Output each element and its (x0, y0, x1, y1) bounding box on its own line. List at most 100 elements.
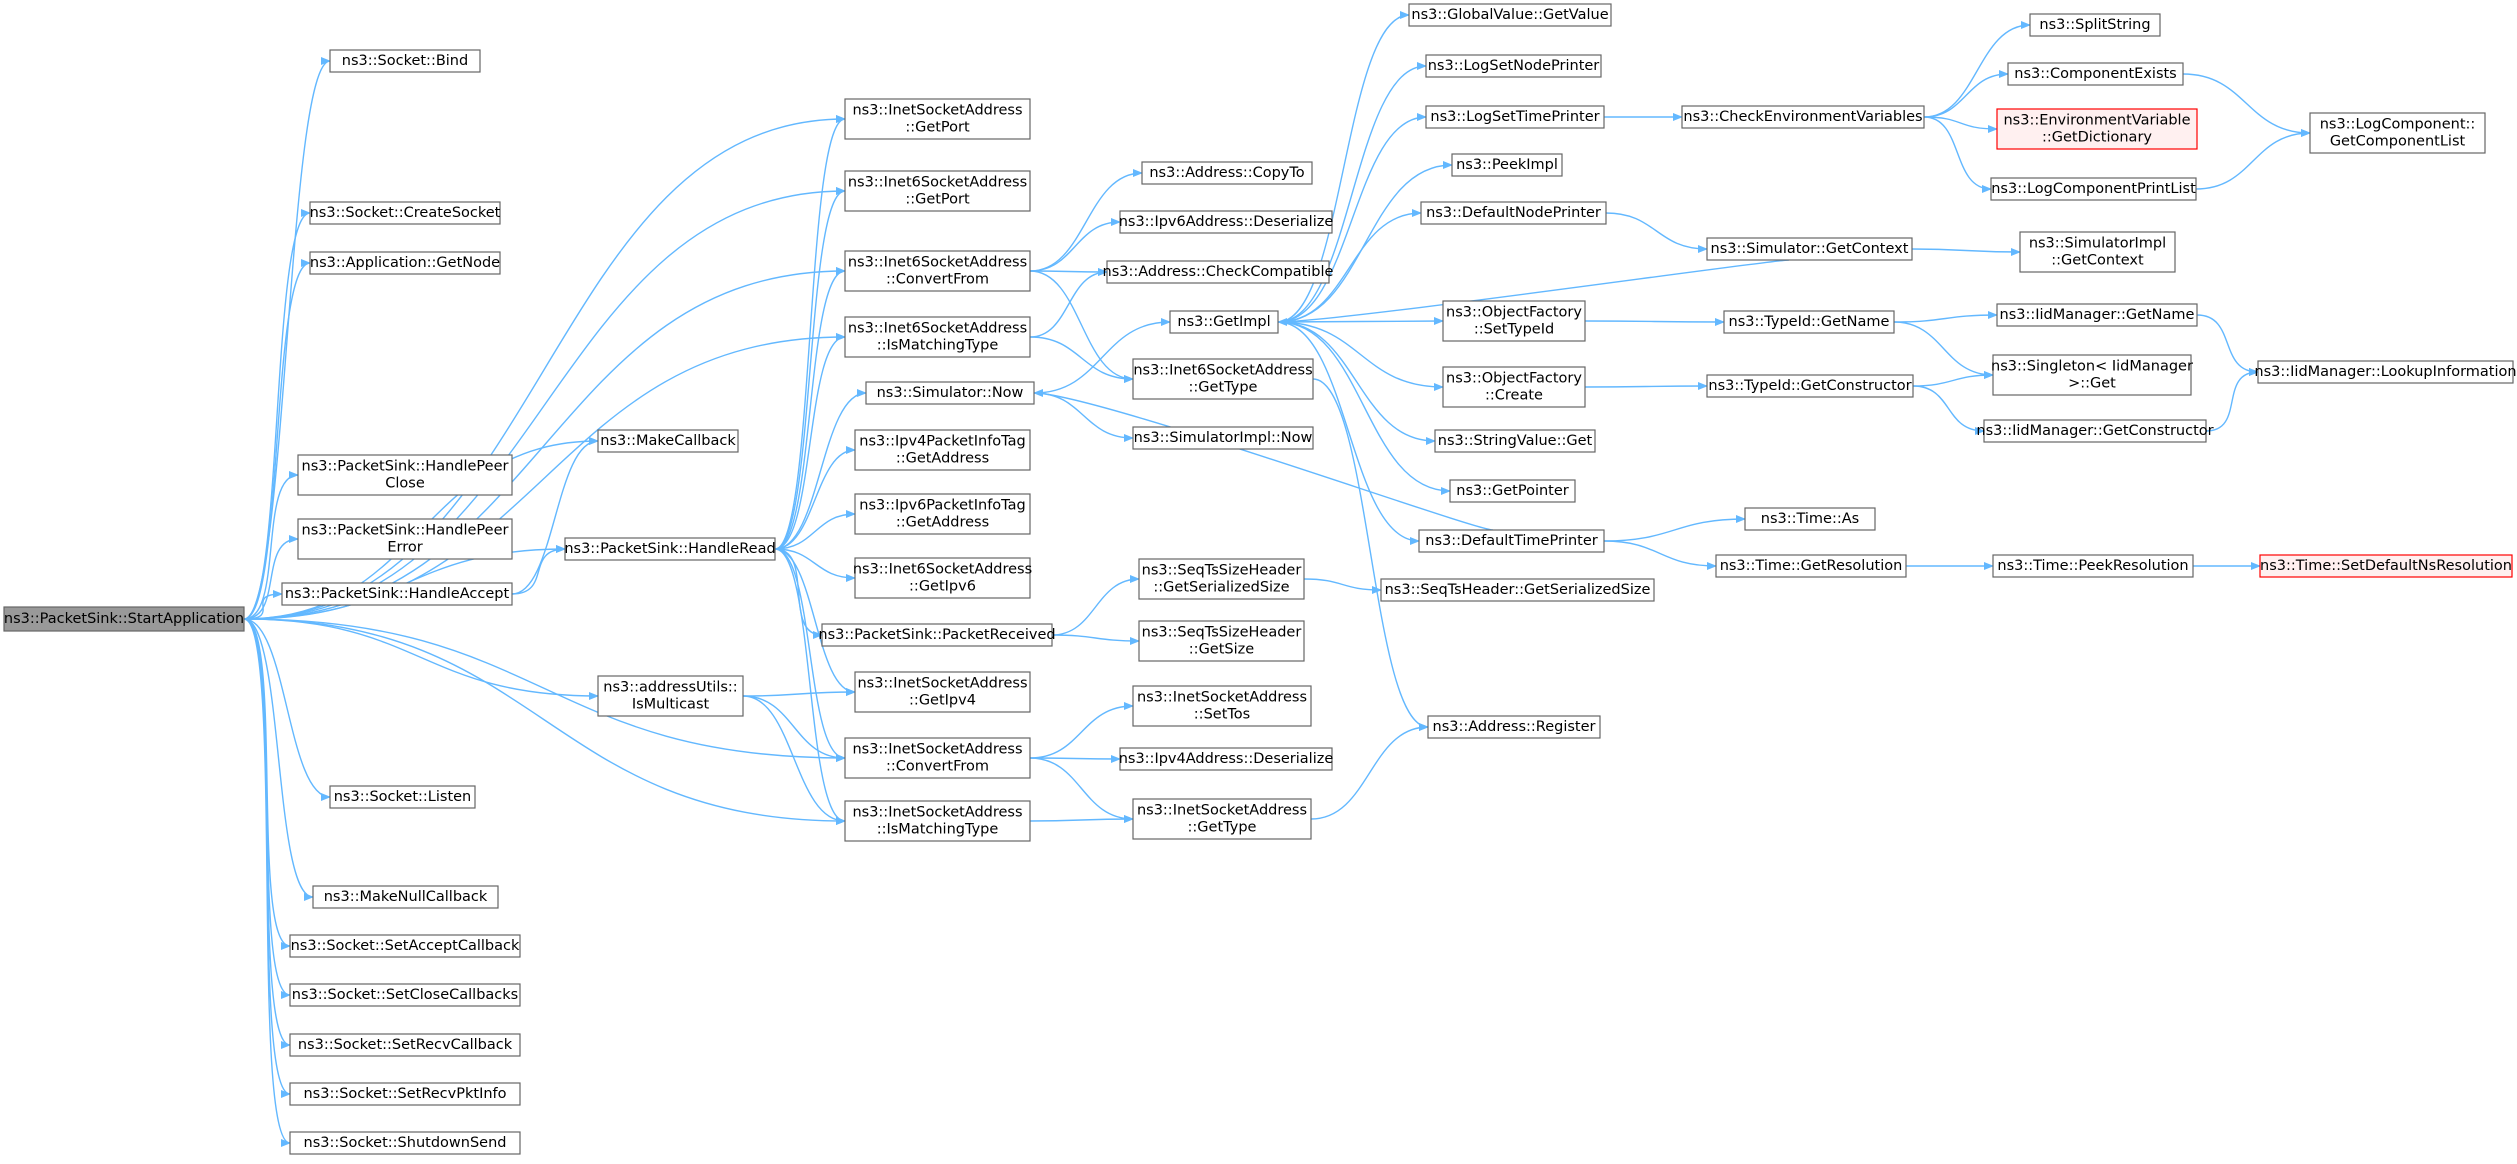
edge-getImpl-to-defaultNodePrinter (1277, 209, 1422, 323)
node-defaultNodePrinter[interactable]: ns3::DefaultNodePrinter (1420, 201, 1607, 225)
edge-inet6GetType-to-addrRegister (1312, 378, 1429, 731)
node-iidMgrGetConstructor[interactable]: ns3::IidManager::GetConstructor (1976, 419, 2214, 443)
node-setCloseCallbacks[interactable]: ns3::Socket::SetCloseCallbacks (289, 983, 521, 1007)
node-checkEnvVars[interactable]: ns3::CheckEnvironmentVariables (1681, 105, 1925, 129)
node-makeNullCallback[interactable]: ns3::MakeNullCallback (312, 885, 499, 909)
node-inetConvertFrom[interactable]: ns3::InetSocketAddress::ConvertFrom (844, 737, 1031, 779)
node-box (844, 98, 1031, 140)
edge-objFactoryCreate-to-typeIdGetConstructor (1584, 382, 1708, 391)
node-handleAccept[interactable]: ns3::PacketSink::HandleAccept (281, 582, 513, 606)
node-envVarGetDict[interactable]: ns3::EnvironmentVariable::GetDictionary (1996, 108, 2198, 150)
edge-start-to-isMulticast (243, 618, 599, 700)
node-seqTsGetSize[interactable]: ns3::SeqTsSizeHeader::GetSize (1138, 620, 1305, 662)
node-label: ns3::InetSocketAddress (1137, 690, 1307, 706)
node-inet6GetType[interactable]: ns3::Inet6SocketAddress::GetType (1132, 358, 1314, 400)
node-stringValueGet[interactable]: ns3::StringValue::Get (1434, 429, 1596, 453)
node-inetSetTos[interactable]: ns3::InetSocketAddress::SetTos (1132, 685, 1312, 727)
node-logComponentGetList[interactable]: ns3::LogComponent::GetComponentList (2309, 112, 2486, 154)
node-inet6GetIpv6[interactable]: ns3::Inet6SocketAddress::GetIpv6 (853, 557, 1032, 599)
node-simImplNow[interactable]: ns3::SimulatorImpl::Now (1132, 426, 1314, 450)
node-seqTsGetSerSize2[interactable]: ns3::SeqTsHeader::GetSerializedSize (1380, 578, 1655, 602)
node-iidMgrGetName[interactable]: ns3::IidManager::GetName (1996, 303, 2198, 327)
edge-typeIdGetConstructor-to-singletonGet (1912, 371, 1994, 387)
node-setRecvPktInfo[interactable]: ns3::Socket::SetRecvPktInfo (289, 1082, 521, 1106)
node-inet6IsMatching[interactable]: ns3::Inet6SocketAddress::IsMatchingType (844, 316, 1031, 358)
node-packetReceived[interactable]: ns3::PacketSink::PacketReceived (818, 623, 1056, 647)
node-ipv6Deserialize[interactable]: ns3::Ipv6Address::Deserialize (1119, 210, 1334, 234)
node-label: ns3::Ipv6Address::Deserialize (1119, 214, 1334, 230)
node-logSetTimePrinter[interactable]: ns3::LogSetTimePrinter (1425, 105, 1605, 129)
node-label: ns3::SimulatorImpl (2029, 236, 2166, 252)
edge-getImpl-to-getPointer (1277, 321, 1451, 495)
node-box (1132, 426, 1314, 450)
node-seqTsGetSerSize1[interactable]: ns3::SeqTsSizeHeader::GetSerializedSize (1138, 558, 1305, 600)
node-splitString[interactable]: ns3::SplitString (2029, 13, 2161, 37)
node-handleRead[interactable]: ns3::PacketSink::HandleRead (564, 537, 776, 561)
node-label: >::Get (2068, 376, 2116, 392)
node-inet6ConvertFrom[interactable]: ns3::Inet6SocketAddress::ConvertFrom (844, 250, 1031, 292)
node-simImplGetContext[interactable]: ns3::SimulatorImpl::GetContext (2019, 231, 2176, 273)
node-box (1723, 310, 1895, 334)
edge-start-to-listen (243, 618, 331, 801)
node-timeGetResolution[interactable]: ns3::Time::GetResolution (1715, 554, 1907, 578)
node-inet6GetPort[interactable]: ns3::Inet6SocketAddress::GetPort (844, 170, 1031, 212)
node-label: ns3::MakeCallback (600, 433, 736, 449)
node-singletonGet[interactable]: ns3::Singleton< IidManager>::Get (1991, 354, 2193, 396)
node-inetGetIpv4[interactable]: ns3::InetSocketAddress::GetIpv4 (854, 671, 1031, 713)
node-box (289, 934, 521, 958)
node-box (312, 885, 499, 909)
edge-handleAccept-to-makeCallback (511, 437, 599, 595)
node-globalGetValue[interactable]: ns3::GlobalValue::GetValue (1408, 3, 1612, 27)
edge-handleRead-to-inetGetIpv4 (774, 548, 856, 696)
node-setAcceptCallback[interactable]: ns3::Socket::SetAcceptCallback (289, 934, 521, 958)
node-inetGetType[interactable]: ns3::InetSocketAddress::GetType (1132, 798, 1312, 840)
node-setRecvCallback[interactable]: ns3::Socket::SetRecvCallback (289, 1033, 521, 1057)
node-typeIdGetConstructor[interactable]: ns3::TypeId::GetConstructor (1706, 374, 1914, 398)
node-timeSetDefaultNsRes[interactable]: ns3::Time::SetDefaultNsResolution (2259, 554, 2513, 578)
node-box (1983, 419, 2207, 443)
node-peekImpl[interactable]: ns3::PeekImpl (1451, 153, 1563, 177)
node-shutdownSend[interactable]: ns3::Socket::ShutdownSend (289, 1131, 521, 1155)
node-addrCheckCompat[interactable]: ns3::Address::CheckCompatible (1103, 260, 1334, 284)
node-label: ns3::Simulator::Now (877, 385, 1024, 401)
node-makeCallback[interactable]: ns3::MakeCallback (597, 429, 739, 453)
node-getNode[interactable]: ns3::Application::GetNode (309, 251, 501, 275)
node-label: ::GetAddress (896, 451, 989, 467)
node-label: ::GetContext (2051, 253, 2144, 269)
node-timePeekResolution[interactable]: ns3::Time::PeekResolution (1992, 554, 2194, 578)
node-componentExists[interactable]: ns3::ComponentExists (2007, 62, 2184, 86)
node-ipv4PktInfo[interactable]: ns3::Ipv4PacketInfoTag::GetAddress (854, 429, 1031, 471)
node-createSocket[interactable]: ns3::Socket::CreateSocket (309, 201, 501, 225)
node-simNow[interactable]: ns3::Simulator::Now (865, 381, 1035, 405)
node-box (1706, 374, 1914, 398)
node-ipv6PktInfo[interactable]: ns3::Ipv6PacketInfoTag::GetAddress (854, 493, 1031, 535)
node-box (1451, 153, 1563, 177)
node-label: ::IsMatchingType (877, 822, 999, 838)
node-start[interactable]: ns3::PacketSink::StartApplication (3, 606, 245, 632)
node-label: ns3::PacketSink::HandleRead (564, 541, 775, 557)
node-logSetNodePrinter[interactable]: ns3::LogSetNodePrinter (1425, 54, 1602, 78)
node-getPointer[interactable]: ns3::GetPointer (1449, 479, 1576, 503)
node-listen[interactable]: ns3::Socket::Listen (329, 785, 476, 809)
node-getImpl[interactable]: ns3::GetImpl (1169, 310, 1279, 334)
node-timeAs[interactable]: ns3::Time::As (1744, 507, 1876, 531)
node-objFactoryCreate[interactable]: ns3::ObjectFactory::Create (1442, 366, 1586, 408)
node-addrCopyTo[interactable]: ns3::Address::CopyTo (1141, 161, 1313, 185)
node-addrRegister[interactable]: ns3::Address::Register (1427, 715, 1601, 739)
node-iidMgrLookupInfo[interactable]: ns3::IidManager::LookupInformation (2254, 360, 2517, 384)
node-objFactorySetTypeId[interactable]: ns3::ObjectFactory::SetTypeId (1442, 300, 1586, 342)
node-inetGetPort[interactable]: ns3::InetSocketAddress::GetPort (844, 98, 1031, 140)
node-bind[interactable]: ns3::Socket::Bind (329, 49, 481, 73)
edge-handleRead-to-ipv6PktInfo (774, 510, 856, 550)
node-box (1132, 358, 1314, 400)
node-ipv4Deserialize[interactable]: ns3::Ipv4Address::Deserialize (1119, 747, 1334, 771)
node-typeIdGetName[interactable]: ns3::TypeId::GetName (1723, 310, 1895, 334)
node-inetIsMatching[interactable]: ns3::InetSocketAddress::IsMatchingType (844, 800, 1031, 842)
node-isMulticast[interactable]: ns3::addressUtils::IsMulticast (597, 675, 744, 717)
node-box (1408, 3, 1612, 27)
node-simGetContext[interactable]: ns3::Simulator::GetContext (1706, 237, 1913, 261)
node-logComponentPrintList[interactable]: ns3::LogComponentPrintList (1990, 177, 2197, 201)
node-defaultTimePrinter[interactable]: ns3::DefaultTimePrinter (1418, 529, 1605, 553)
